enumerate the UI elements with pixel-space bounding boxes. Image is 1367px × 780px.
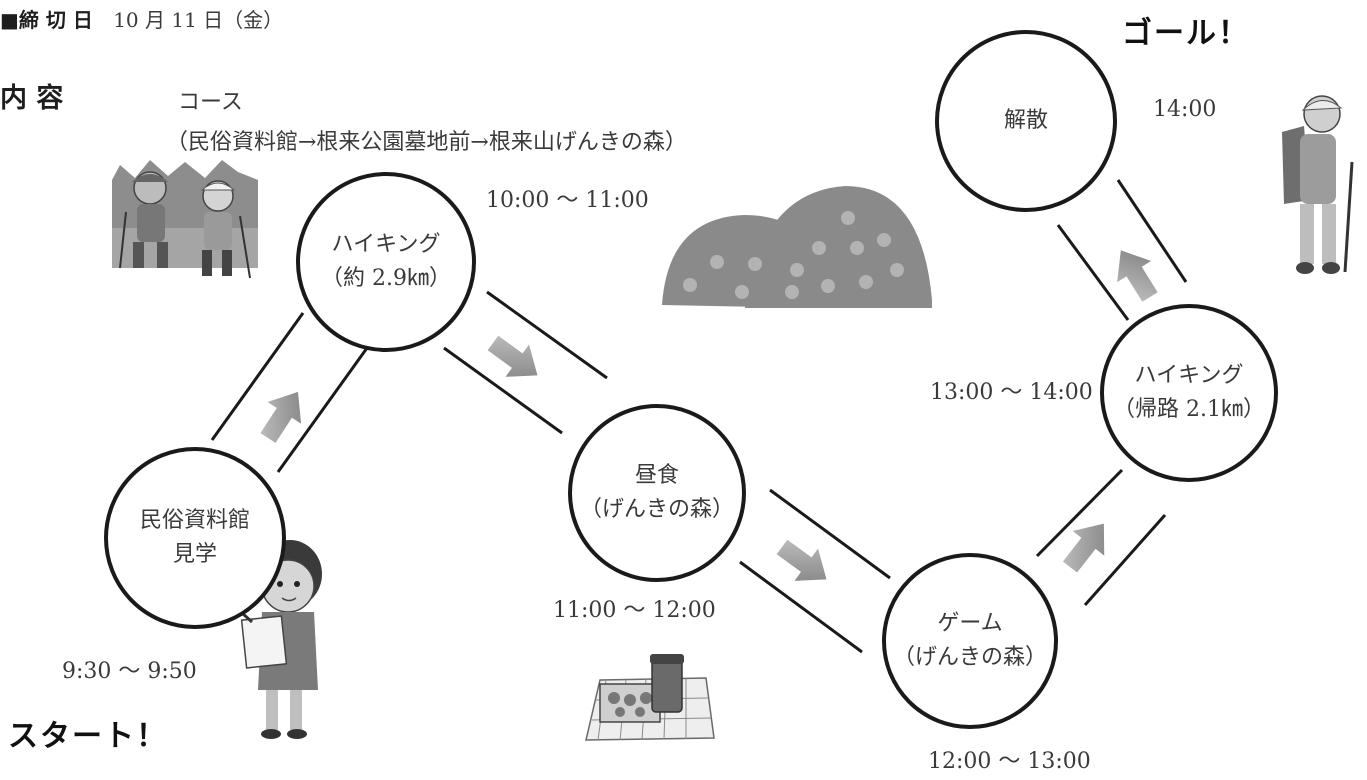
arrow-up-left-icon: [1117, 250, 1158, 302]
node-dismissal: 解散: [935, 30, 1117, 212]
hiker-goal-illustration: [1282, 95, 1354, 274]
lunch-picnic-illustration: [585, 654, 715, 741]
connector-lines: [210, 179, 1188, 654]
deadline-row: ■締 切 日 10 月 11 日（金）: [0, 4, 283, 33]
node-dismissal-line1: 解散: [1003, 107, 1048, 133]
node-hiking-1-line2: （約 2.9㎞）: [321, 266, 451, 291]
time-lunch: 11:00 〜 12:00: [553, 598, 716, 623]
node-museum: 民俗資料館 見学: [104, 447, 286, 629]
node-lunch: 昼食 （げんきの森）: [568, 404, 746, 582]
time-game: 12:00 〜 13:00: [928, 749, 1091, 774]
start-label: スタート！: [8, 719, 168, 754]
node-game: ゲーム （げんきの森）: [882, 553, 1058, 729]
node-game-line1: ゲーム: [937, 610, 1003, 636]
node-hiking-1: ハイキング （約 2.9㎞）: [296, 172, 476, 352]
goal-label: ゴール！: [1122, 16, 1250, 51]
arrow-down-right-icon: [776, 539, 827, 581]
course-route: （民俗資料館→根来公園墓地前→根来山げんきの森）: [166, 130, 687, 155]
time-hiking-1: 10:00 〜 11:00: [486, 188, 649, 213]
course-label: コース: [178, 90, 243, 115]
hills-illustration: [662, 186, 932, 308]
time-hiking-2: 13:00 〜 14:00: [930, 380, 1093, 405]
node-hiking-2-line2: （帰路 2.1㎞）: [1113, 397, 1265, 422]
time-museum: 9:30 〜 9:50: [62, 659, 197, 684]
hikers-illustration: [112, 160, 258, 279]
node-game-line2: （げんきの森）: [892, 645, 1047, 670]
arrow-up-right-icon: [1062, 523, 1105, 573]
node-hiking-1-line1: ハイキング: [331, 231, 441, 257]
arrow-up-right-icon: [260, 391, 302, 443]
node-museum-line2: 見学: [172, 542, 217, 567]
time-dismissal: 14:00: [1153, 97, 1217, 122]
deadline-value: 10 月 11 日（金）: [113, 8, 284, 32]
node-museum-line1: 民俗資料館: [139, 507, 250, 533]
direction-arrows: [260, 250, 1158, 581]
node-lunch-line2: （げんきの森）: [579, 497, 734, 522]
content-label: 内 容: [0, 83, 64, 114]
arrow-down-right-icon: [487, 335, 538, 377]
node-hiking-2: ハイキング （帰路 2.1㎞）: [1100, 304, 1278, 482]
node-hiking-2-line1: ハイキング: [1134, 362, 1244, 388]
deadline-label: ■締 切 日: [0, 8, 93, 32]
node-lunch-line1: 昼食: [634, 462, 679, 488]
